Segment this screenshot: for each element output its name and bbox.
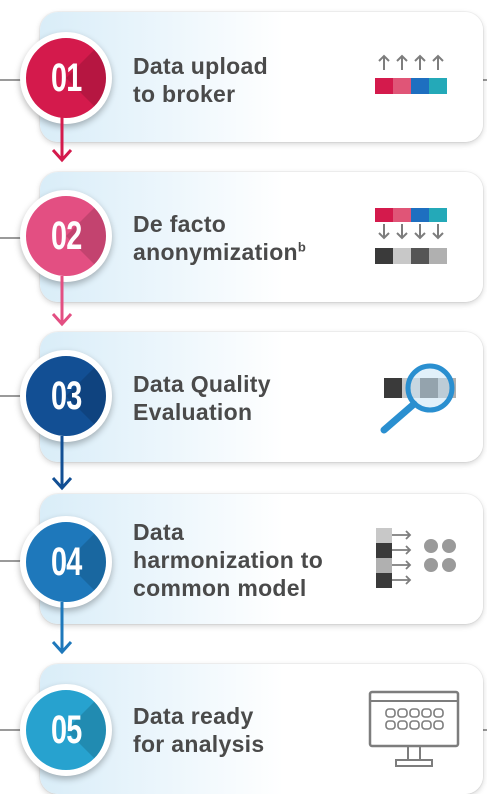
step-2-title-line1: De facto (133, 211, 227, 237)
step-3-title-line1: Data Quality (133, 371, 271, 397)
step-2-title: De facto anonymizationb (133, 210, 306, 266)
step-5-title-line1: Data ready (133, 703, 254, 729)
step-1-title: Data upload to broker (133, 52, 268, 108)
arrow-down-icon-4 (51, 602, 73, 655)
step-card-1: Data upload to broker (40, 12, 483, 142)
step-1-badge: 01 (20, 32, 112, 124)
step-5-badge: 05 (20, 684, 112, 776)
step-2-superscript: b (297, 239, 307, 255)
monitor-icon (368, 690, 460, 767)
step-1-number: 01 (50, 55, 82, 100)
anonymization-icon (375, 208, 447, 264)
step-2-title-text: anonymization (133, 239, 298, 265)
step-card-2: De facto anonymizationb (40, 172, 483, 302)
step-3-badge: 03 (20, 350, 112, 442)
step-3-title-line2: Evaluation (133, 399, 253, 425)
step-4-number: 04 (50, 539, 82, 584)
step-1-title-line2: to broker (133, 81, 236, 107)
step-5-title-line2: for analysis (133, 731, 265, 757)
step-3-title: Data Quality Evaluation (133, 370, 271, 426)
upload-arrows-icon (375, 54, 447, 94)
step-3-number: 03 (50, 373, 82, 418)
step-2-badge: 02 (20, 190, 112, 282)
step-card-4: Data harmonization to common model (40, 494, 483, 624)
arrow-down-icon-2 (51, 276, 73, 327)
step-5-title: Data ready for analysis (133, 702, 264, 758)
magnifier-icon (380, 363, 456, 434)
step-card-3: Data Quality Evaluation (40, 332, 483, 462)
step-4-title-line2: harmonization to (133, 547, 324, 573)
arrow-down-icon-1 (51, 112, 73, 163)
step-2-title-line2: anonymizationb (133, 238, 306, 266)
step-2-number: 02 (50, 213, 82, 258)
harmonization-icon (376, 528, 456, 588)
step-4-title-line1: Data (133, 519, 185, 545)
step-5-number: 05 (50, 707, 82, 752)
step-4-badge: 04 (20, 516, 112, 608)
arrow-down-icon-3 (51, 436, 73, 491)
step-4-title: Data harmonization to common model (133, 518, 323, 602)
step-card-5: Data ready for analysis (40, 664, 483, 794)
step-1-title-line1: Data upload (133, 53, 268, 79)
step-4-title-line3: common model (133, 575, 307, 601)
